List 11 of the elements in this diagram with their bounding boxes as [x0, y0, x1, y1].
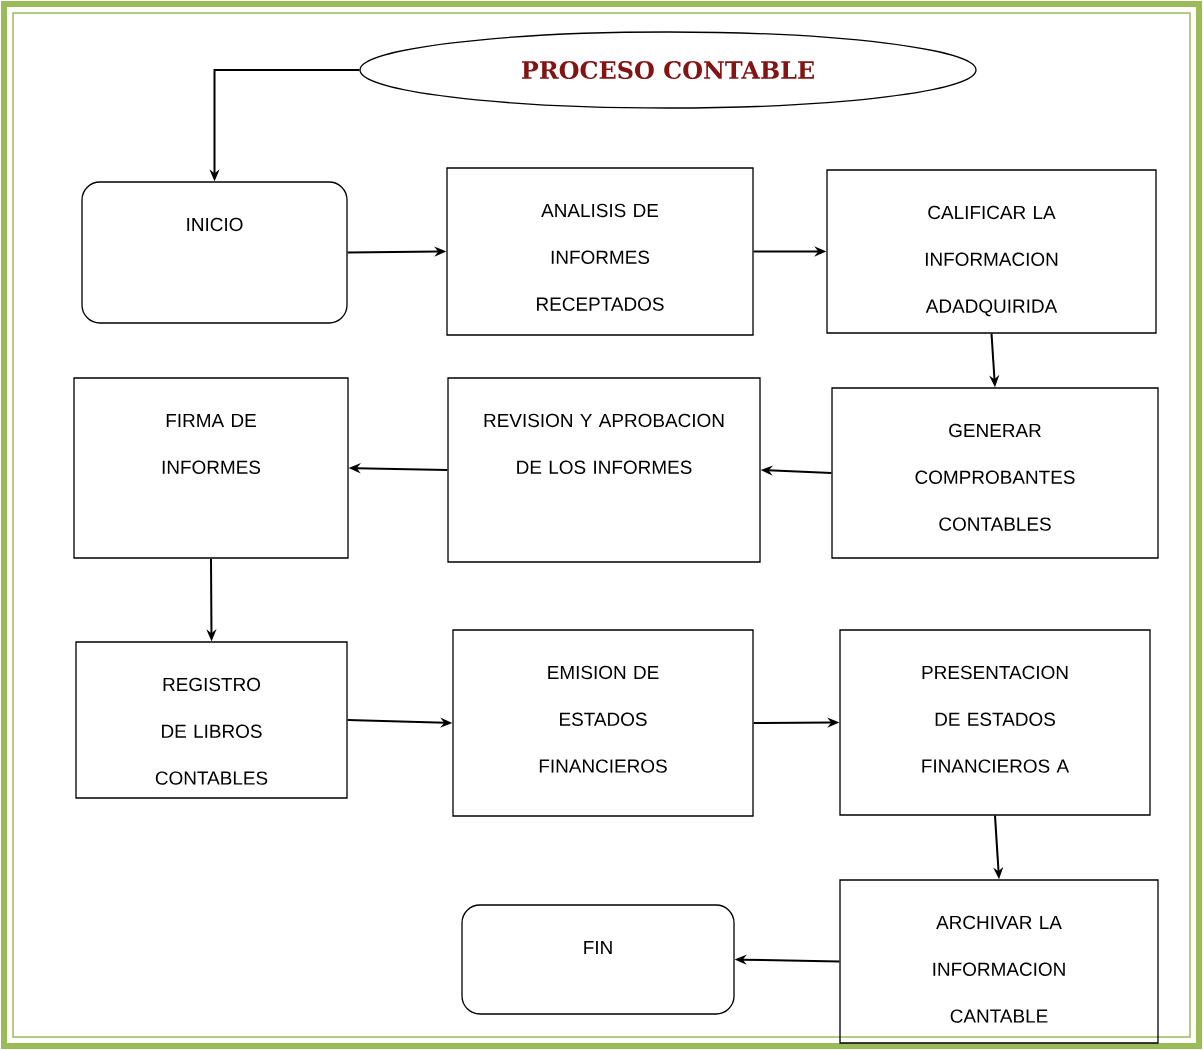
process-box: ARCHIVAR LA INFORMACION CANTABLE [839, 879, 1159, 1044]
process-box: FIRMA DE INFORMES [73, 377, 349, 559]
process-box: ANALISIS DE INFORMES RECEPTADOS [446, 167, 754, 336]
process-box: EMISION DE ESTADOS FINANCIEROS [452, 629, 754, 817]
process-box: PRESENTACION DE ESTADOS FINANCIEROS A [839, 629, 1151, 816]
process-box: REGISTRO DE LIBROS CONTABLES [75, 641, 348, 799]
process-box: REVISION Y APROBACION DE LOS INFORMES [447, 377, 761, 563]
process-box: GENERAR COMPROBANTES CONTABLES [831, 387, 1159, 559]
process-box: CALIFICAR LA INFORMACION ADADQUIRIDA [826, 169, 1157, 334]
terminal-box: INICIO [81, 181, 348, 324]
terminal-box: FIN [461, 904, 735, 1015]
